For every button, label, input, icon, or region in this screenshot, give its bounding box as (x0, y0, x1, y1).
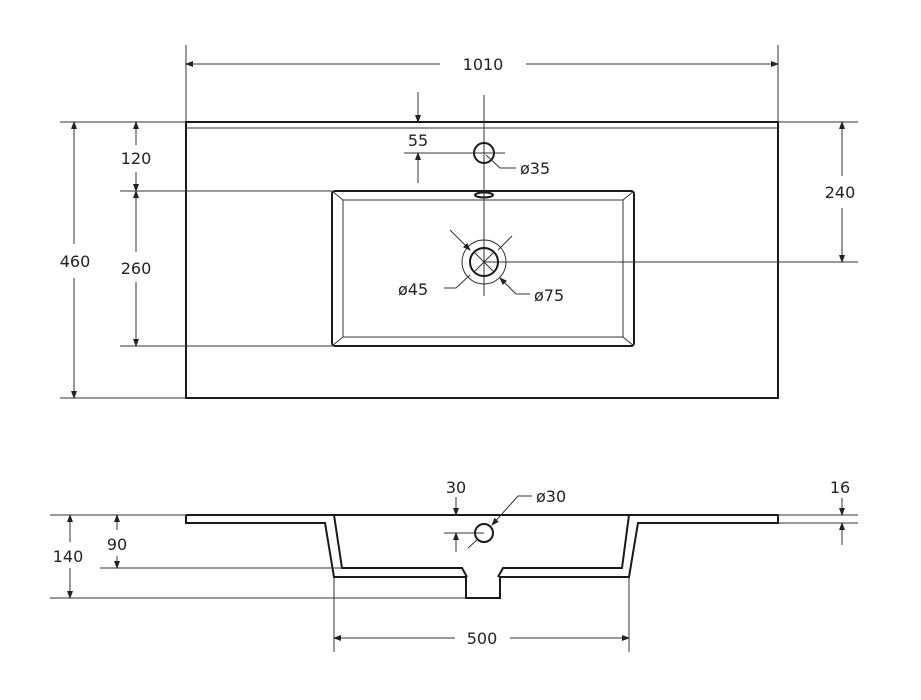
drain-outer (461, 239, 507, 285)
side-view: 140 90 16 30 ø30 500 (50, 478, 858, 652)
dim-basin-width: 500 (467, 629, 498, 648)
countertop-outline (185, 121, 779, 399)
dim-basin-depth: 260 (121, 259, 152, 278)
top-view: 1010 460 120 260 240 55 ø35 ø45 ø75 (60, 45, 858, 399)
dim-basin-height: 90 (107, 535, 127, 554)
dim-total-height: 140 (53, 547, 84, 566)
dim-deck-thickness: 16 (830, 478, 850, 497)
dim-tap-offset: 55 (408, 131, 428, 150)
label-tap-hole: ø35 (520, 159, 550, 178)
dim-front-to-basin: 120 (121, 149, 152, 168)
dim-depth: 460 (60, 252, 91, 271)
dim-back-to-drain: 240 (825, 183, 856, 202)
label-drain-outer: ø75 (534, 286, 564, 305)
label-drain-inner: ø45 (398, 280, 428, 299)
basin-outline (331, 190, 635, 347)
basin-profile (185, 514, 779, 599)
overflow-slot (474, 191, 494, 199)
label-overflow-hole: ø30 (536, 487, 566, 506)
dim-width: 1010 (463, 55, 504, 74)
dim-overflow-offset: 30 (446, 478, 466, 497)
drain-inner (469, 247, 499, 277)
